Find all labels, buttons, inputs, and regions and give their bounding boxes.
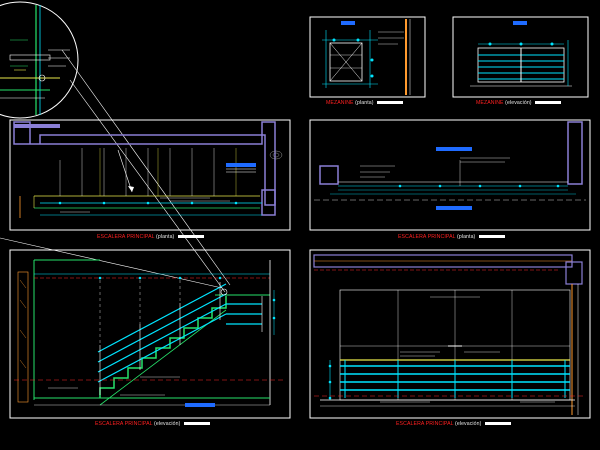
scale-bar <box>184 422 211 426</box>
caption-title: MEZANINE <box>476 100 504 106</box>
caption-mezzanine-elevation: MEZANINE (elevación) <box>476 100 562 106</box>
caption-main-stair-elevation: ESCALERA PRINCIPAL (elevación) <box>95 421 211 427</box>
mezzanine-plan-view <box>309 16 426 98</box>
caption-title: ESCALERA PRINCIPAL <box>396 421 454 427</box>
scale-bar <box>535 101 562 105</box>
caption-mezzanine-plan: MEZANINE (planta) <box>326 100 404 106</box>
caption-subtitle: (elevación) <box>505 100 532 106</box>
secondary-stair-elevation-view <box>309 249 591 419</box>
caption-secondary-stair-elevation: ESCALERA PRINCIPAL (elevación) <box>396 421 512 427</box>
caption-subtitle: (elevación) <box>154 421 181 427</box>
caption-subtitle: (planta) <box>457 234 476 240</box>
scale-bar <box>177 235 204 239</box>
caption-title: ESCALERA PRINCIPAL <box>97 234 155 240</box>
caption-main-stair-plan: ESCALERA PRINCIPAL (planta) <box>97 234 204 240</box>
caption-title: ESCALERA PRINCIPAL <box>398 234 456 240</box>
caption-secondary-stair-plan: ESCALERA PRINCIPAL (planta) <box>398 234 505 240</box>
detail-leader-line <box>0 237 223 289</box>
caption-title: ESCALERA PRINCIPAL <box>95 421 153 427</box>
scale-bar <box>377 101 404 105</box>
main-stair-elevation-view <box>9 249 291 419</box>
mezzanine-elevation-view <box>452 16 589 98</box>
detail-circle <box>0 1 79 119</box>
caption-subtitle: (elevación) <box>455 421 482 427</box>
scale-bar <box>485 422 512 426</box>
main-stair-plan-view <box>9 119 291 231</box>
detail-leader-line <box>61 49 231 286</box>
secondary-stair-plan-view <box>309 119 591 231</box>
scale-bar <box>478 235 505 239</box>
caption-subtitle: (planta) <box>355 100 374 106</box>
caption-subtitle: (planta) <box>156 234 175 240</box>
caption-title: MEZANINE <box>326 100 354 106</box>
detail-leader-line <box>69 79 226 293</box>
